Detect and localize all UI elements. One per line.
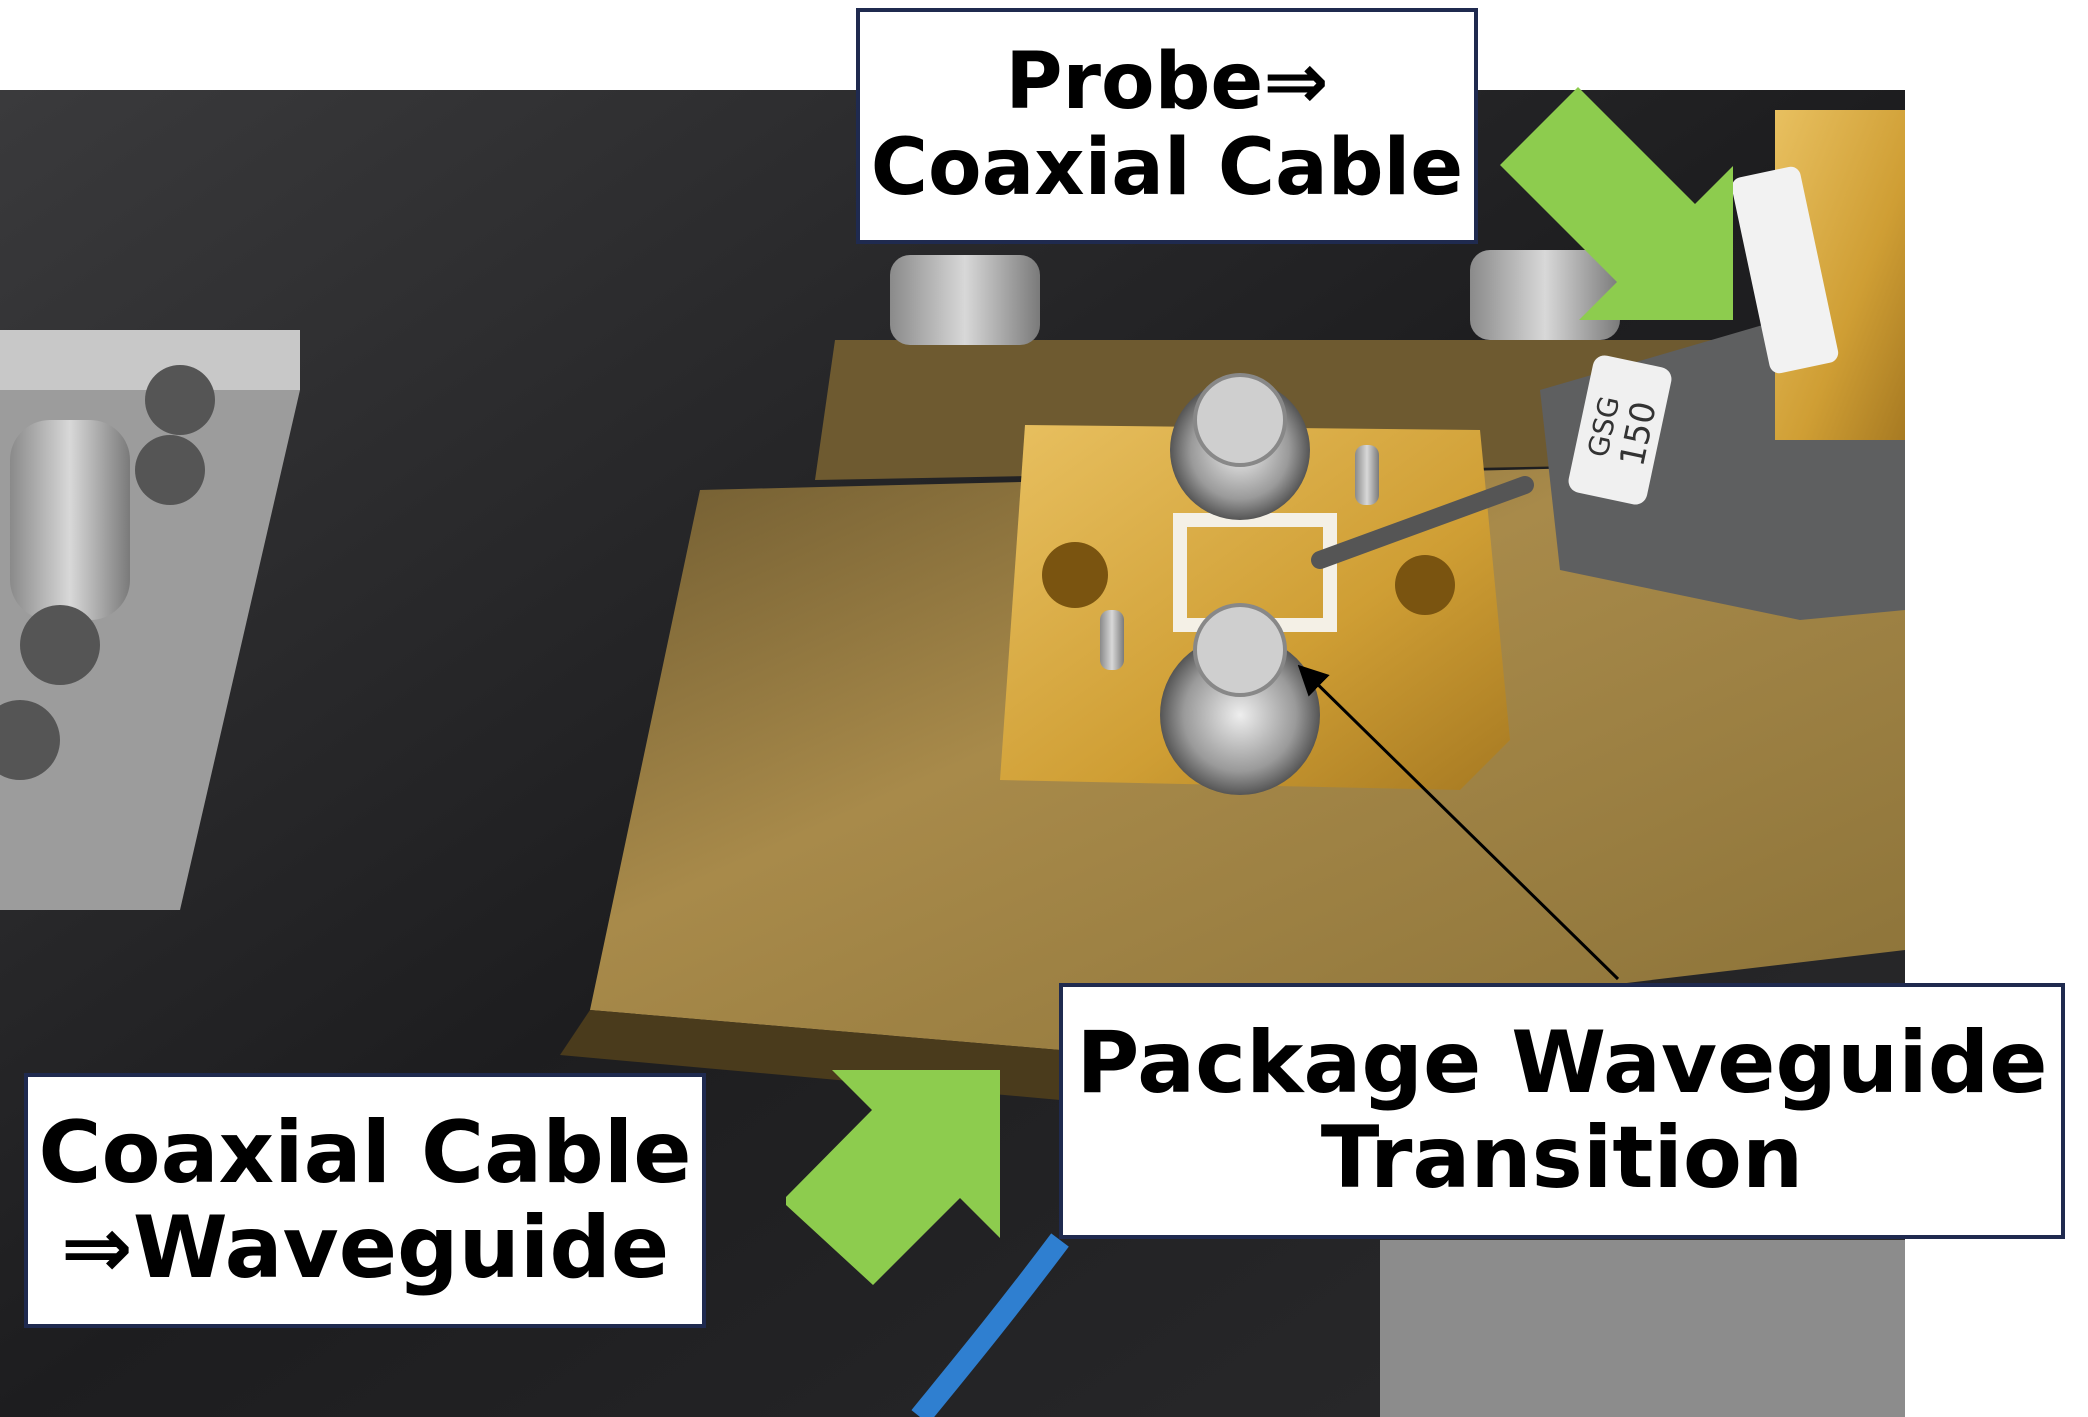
- top-screw-right: [1470, 250, 1620, 340]
- steel-plate: [1380, 1240, 1905, 1417]
- label-coax-line2: ⇒Waveguide: [60, 1197, 670, 1298]
- top-screw-left: [890, 255, 1040, 345]
- label-probe-line1: Probe⇒: [1005, 37, 1329, 128]
- left-fixture: [0, 330, 300, 910]
- label-package-waveguide-transition: Package Waveguide Transition: [1059, 983, 2065, 1239]
- blue-cable: [911, 1233, 1069, 1417]
- label-coax-to-waveguide: Coaxial Cable ⇒Waveguide: [24, 1073, 706, 1328]
- label-probe-to-coax: Probe⇒ Coaxial Cable: [856, 8, 1478, 244]
- label-package-line1: Package Waveguide: [1076, 1013, 2048, 1114]
- label-probe-line2: Coaxial Cable: [870, 123, 1464, 213]
- label-package-line2: Transition: [1320, 1108, 1804, 1208]
- label-coax-line1: Coaxial Cable: [38, 1102, 692, 1203]
- gold-package: [1000, 373, 1510, 795]
- rf-probe: GSG 150: [1311, 110, 1905, 620]
